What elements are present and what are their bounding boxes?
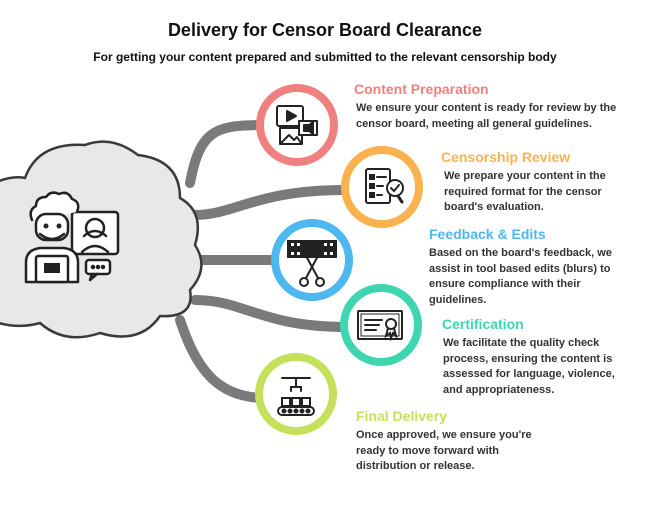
stage-4-title: Certification (442, 316, 524, 332)
person-with-tablet-icon (24, 191, 120, 284)
connector-line-5 (175, 315, 270, 403)
stage-2-description: We prepare your content in the required … (444, 170, 606, 213)
connector-line-4 (190, 295, 353, 332)
film-scissors-icon (287, 240, 337, 287)
certificate-icon (357, 310, 403, 342)
stage-1-description: We ensure your content is ready for revi… (356, 102, 617, 130)
connector-lines (175, 120, 353, 403)
stage-3-node (271, 219, 353, 301)
stage-5-node (255, 353, 337, 435)
stage-2-node (341, 146, 423, 228)
stage-4-description: We facilitate the quality check process,… (443, 337, 615, 396)
stage-4-node (340, 284, 422, 366)
connector-line-2 (190, 185, 350, 220)
stage-3-title: Feedback & Edits (429, 226, 546, 242)
stage-1-node (256, 84, 338, 166)
media-content-icon (276, 105, 318, 145)
stage-5-description: Once approved, we ensure you're ready to… (356, 429, 532, 472)
stage-3-description: Based on the board's feedback, we assist… (429, 247, 612, 306)
page-title: Delivery for Censor Board Clearance (167, 20, 483, 40)
conveyor-delivery-icon (277, 377, 315, 416)
stage-1-title: Content Preparation (354, 81, 489, 97)
page-subtitle: For getting your content prepared and su… (93, 50, 557, 64)
connector-line-1 (185, 120, 269, 188)
checklist-review-icon (365, 168, 404, 204)
stage-2-title: Censorship Review (441, 149, 571, 165)
stage-5-title: Final Delivery (356, 408, 448, 424)
